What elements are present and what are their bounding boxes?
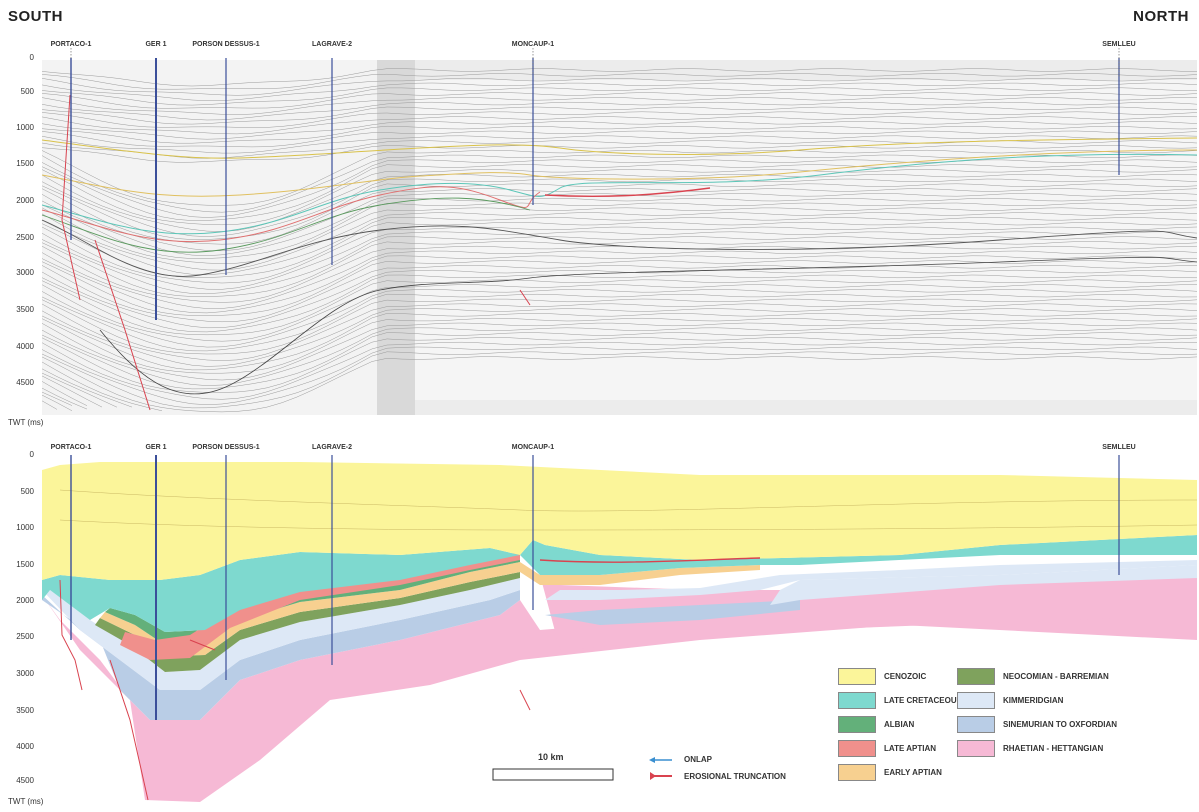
top-axis-tick: 1000 — [16, 123, 34, 132]
legend-swatch — [838, 716, 876, 733]
legend-label: ALBIAN — [884, 720, 915, 729]
well-label-moncaup-1-bottom: MONCAUP-1 — [511, 444, 555, 451]
bottom-axis-title: TWT (ms) — [8, 797, 44, 806]
legend-label: NEOCOMIAN - BARREMIAN — [1003, 672, 1109, 681]
bottom-axis-tick: 2500 — [16, 632, 34, 641]
scale-label: 10 km — [538, 752, 564, 762]
legend-swatch — [838, 668, 876, 685]
interpreted-section — [42, 455, 1198, 802]
legend-label: EARLY APTIAN — [884, 768, 942, 777]
top-axis-tick: 0 — [29, 53, 34, 62]
bottom-axis-tick: 4000 — [16, 742, 34, 751]
bottom-axis-tick: 0 — [29, 450, 34, 459]
legend-swatch — [957, 716, 995, 733]
bottom-axis-tick: 3000 — [16, 669, 34, 678]
top-axis-tick: 4500 — [16, 378, 34, 387]
legend-item-late-aptian: LATE APTIAN — [838, 740, 936, 757]
well-label-porson-dessus-1-bottom: PORSON DESSUS-1 — [192, 444, 260, 451]
well-label-lagrave-2-top: LAGRAVE-2 — [312, 41, 352, 48]
onlap-symbol — [649, 757, 672, 763]
well-label-ger-1-top: GER 1 — [145, 41, 167, 48]
legend-label: LATE CRETACEOUS — [884, 696, 962, 705]
top-axis-tick: 2000 — [16, 196, 34, 205]
well-label-ger-1-bottom: GER 1 — [145, 444, 167, 451]
legend-item-late-cretaceous: LATE CRETACEOUS — [838, 692, 962, 709]
top-axis-tick: 1500 — [16, 159, 34, 168]
well-label-porson-dessus-1-top: PORSON DESSUS-1 — [192, 41, 260, 48]
well-label-semlleu-top: SEMLLEU — [1102, 41, 1136, 48]
legend-label: CENOZOIC — [884, 672, 927, 681]
well-label-semlleu-bottom: SEMLLEU — [1102, 444, 1136, 451]
legend-item-albian: ALBIAN — [838, 716, 914, 733]
bottom-axis-tick: 1500 — [16, 560, 34, 569]
seismic-section — [41, 48, 1198, 415]
legend-label: SINEMURIAN TO OXFORDIAN — [1003, 720, 1118, 729]
top-axis-tick: 2500 — [16, 233, 34, 242]
well-label-lagrave-2-bottom: LAGRAVE-2 — [312, 444, 352, 451]
legend-item-neocomian-barremian: NEOCOMIAN - BARREMIAN — [957, 668, 1109, 685]
legend-swatch — [838, 740, 876, 757]
legend-swatch — [957, 692, 995, 709]
legend-swatch — [957, 668, 995, 685]
top-axis-tick: 3000 — [16, 268, 34, 277]
bottom-axis-tick: 1000 — [16, 523, 34, 532]
bottom-axis-tick: 4500 — [16, 776, 34, 785]
bottom-axis-tick: 2000 — [16, 596, 34, 605]
well-label-portaco-1-top: PORTACO-1 — [50, 41, 92, 48]
legend-swatch — [838, 764, 876, 781]
legend-label: LATE APTIAN — [884, 744, 936, 753]
north-label: NORTH — [1133, 8, 1189, 25]
legend-item-cenozoic: CENOZOIC — [838, 668, 926, 685]
top-axis-title: TWT (ms) — [8, 418, 44, 427]
top-axis-tick: 500 — [20, 87, 34, 96]
legend-label: RHAETIAN - HETTANGIAN — [1003, 744, 1104, 753]
legend-swatch — [957, 740, 995, 757]
scale-bar — [492, 768, 614, 781]
legend-item-early-aptian: EARLY APTIAN — [838, 764, 942, 781]
onlap-label: ONLAP — [684, 755, 712, 764]
bottom-axis-tick: 500 — [20, 487, 34, 496]
legend-item-sinemurian-to-oxfordian: SINEMURIAN TO OXFORDIAN — [957, 716, 1117, 733]
legend-label: KIMMERIDGIAN — [1003, 696, 1064, 705]
legend-swatch — [838, 692, 876, 709]
south-label: SOUTH — [8, 8, 63, 25]
top-axis-tick: 4000 — [16, 342, 34, 351]
top-axis-tick: 3500 — [16, 305, 34, 314]
well-label-portaco-1-bottom: PORTACO-1 — [50, 444, 92, 451]
legend-item-kimmeridgian: KIMMERIDGIAN — [957, 692, 1063, 709]
well-label-moncaup-1-top: MONCAUP-1 — [511, 41, 555, 48]
legend-item-rhaetian-hettangian: RHAETIAN - HETTANGIAN — [957, 740, 1103, 757]
erosional-truncation-symbol — [650, 772, 672, 780]
bottom-axis-tick: 3500 — [16, 706, 34, 715]
erosional-truncation-label: EROSIONAL TRUNCATION — [684, 772, 786, 781]
